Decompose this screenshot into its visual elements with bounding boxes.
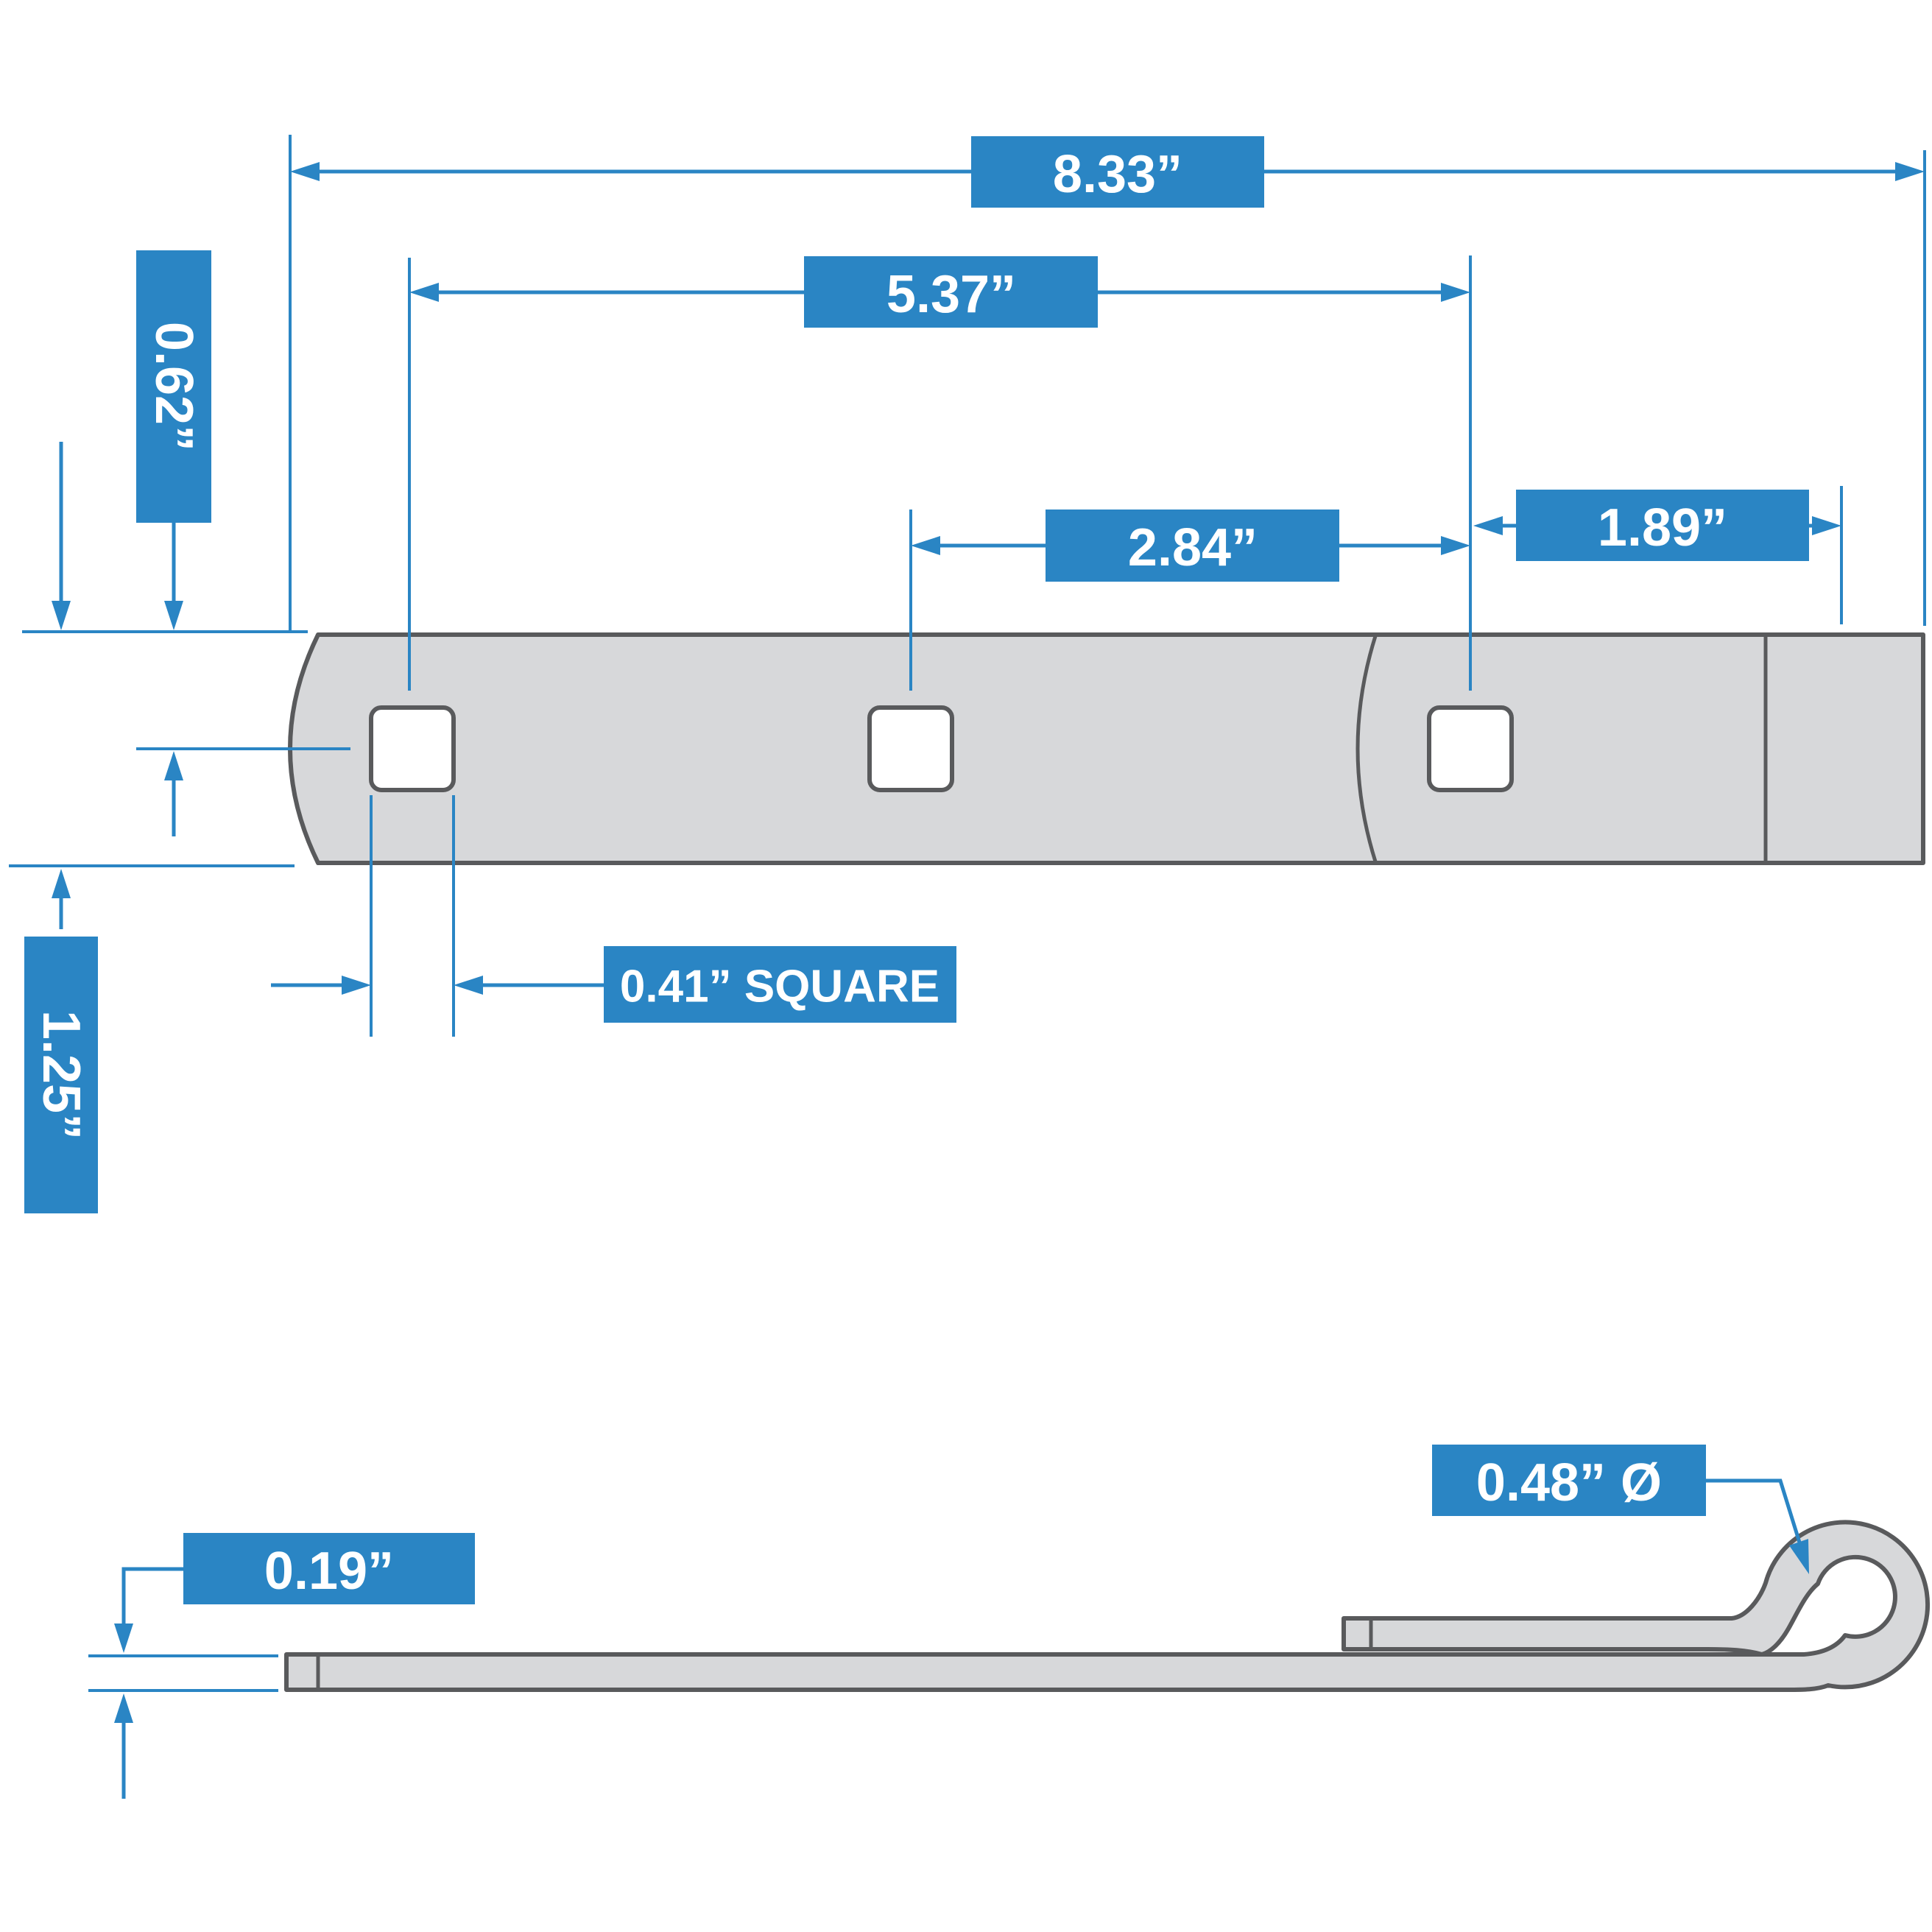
dim-overall-length-label-box <box>971 136 1264 208</box>
dim-hole-span-label: 5.37” <box>886 265 1016 324</box>
dim-loop-diameter-leader <box>1706 1478 1802 1545</box>
dim-hole-span-label-box <box>804 256 1098 328</box>
dim-loop-diameter-arrowhead <box>1789 1539 1809 1574</box>
side-view <box>284 1520 1931 1692</box>
dim-middle-to-last-label-box <box>1046 510 1339 582</box>
dim-middle-to-last-arrowhead-left <box>911 536 940 555</box>
square-hole-2 <box>867 705 954 792</box>
dim-strap-thickness-arrowhead-down <box>114 1623 133 1653</box>
dim-edge-to-hole-center: 0.62” <box>22 250 350 836</box>
dim-middle-to-last-arrowhead-right <box>1441 536 1470 555</box>
square-hole-1 <box>369 705 456 792</box>
dim-strap-thickness: 0.19” <box>88 1533 475 1799</box>
dim-last-hole-to-end-label: 1.89” <box>1598 498 1727 557</box>
strap-profile <box>284 1520 1931 1692</box>
dim-last-hole-to-end-arrowhead-left <box>1473 516 1503 535</box>
dim-middle-to-last-label: 2.84” <box>1128 518 1258 577</box>
dim-hole-size-label: 0.41” SQUARE <box>620 962 939 1012</box>
dim-strap-thickness-arrowhead-up <box>114 1693 133 1723</box>
dim-edge-to-hole-center-label: 0.62” <box>144 322 203 451</box>
dim-hole-size: 0.41” SQUARE <box>271 795 956 1037</box>
dim-overall-length-arrowhead-left <box>290 162 320 181</box>
dim-last-hole-to-end-arrowhead-right <box>1812 516 1841 535</box>
dim-edge-to-hole-center-label-box <box>136 250 211 523</box>
dim-strap-width: 1.25” <box>9 442 295 1213</box>
square-hole-3 <box>1427 705 1514 792</box>
dim-loop-diameter-label-box <box>1432 1445 1706 1516</box>
dim-hole-span: 5.37” <box>408 255 1472 691</box>
dim-strap-thickness-label: 0.19” <box>264 1542 394 1601</box>
dim-last-hole-to-end: 1.89” <box>1473 486 1843 624</box>
dim-middle-to-last-hole: 2.84” <box>909 510 1470 691</box>
dim-loop-diameter-label: 0.48” Ø <box>1476 1453 1662 1512</box>
strap-seam-arc <box>1355 635 1378 862</box>
strap-body <box>288 632 1925 865</box>
top-view <box>288 632 1925 865</box>
dim-hole-span-arrowhead-right <box>1441 283 1470 302</box>
dim-overall-length-arrowhead-right <box>1895 162 1925 181</box>
dim-strap-thickness-leader <box>121 1567 183 1625</box>
dim-strap-width-label-box <box>24 937 98 1213</box>
dim-edge-to-hole-center-arrowhead-up <box>164 751 183 780</box>
dim-strap-thickness-label-box <box>183 1533 475 1604</box>
dim-strap-width-arrowhead-up <box>52 869 71 898</box>
dim-last-hole-to-end-label-box <box>1516 490 1809 561</box>
dim-strap-width-arrowhead-down <box>52 601 71 630</box>
dim-hole-size-arrowhead-left <box>342 976 371 995</box>
dim-overall-length: 8.33” <box>289 135 1926 630</box>
dim-hole-size-label-box <box>604 946 956 1023</box>
dim-hole-span-arrowhead-left <box>409 283 439 302</box>
dim-strap-width-label: 1.25” <box>32 1010 91 1140</box>
dim-loop-diameter: 0.48” Ø <box>1432 1445 1809 1574</box>
dim-edge-to-hole-center-arrowhead-down <box>164 601 183 630</box>
dim-hole-size-arrowhead-right <box>454 976 483 995</box>
dim-overall-length-label: 8.33” <box>1053 145 1182 204</box>
